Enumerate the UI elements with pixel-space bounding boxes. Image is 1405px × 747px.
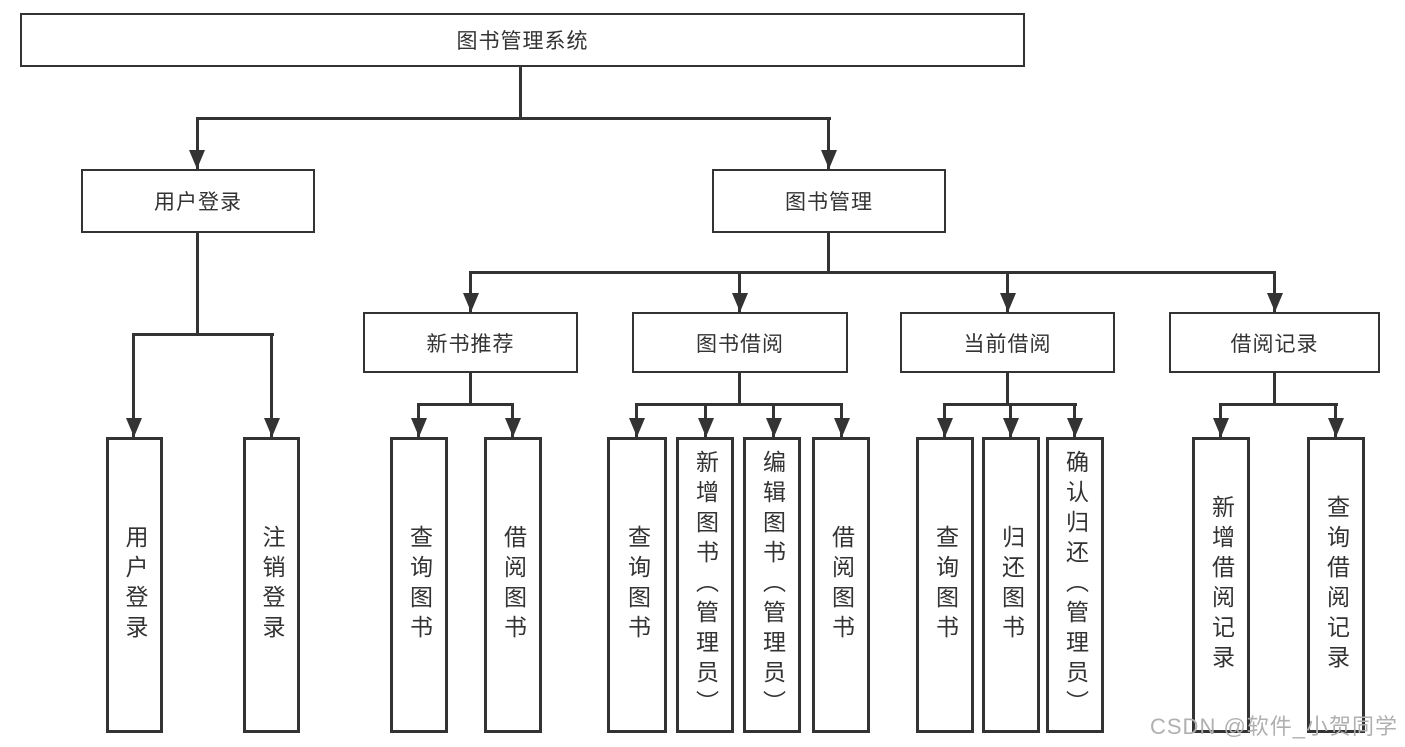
leaf-return-books: 归还图书 xyxy=(982,437,1040,733)
connector-line xyxy=(270,333,273,437)
arrow-down-icon xyxy=(1213,418,1229,437)
connector-line xyxy=(738,373,741,406)
arrow-down-icon xyxy=(821,150,837,169)
connector-line xyxy=(469,271,472,312)
connector-line xyxy=(738,271,741,312)
connector-line xyxy=(1273,271,1276,312)
connector-line xyxy=(827,233,830,274)
leaf-query-borrow-record: 查询借阅记录 xyxy=(1307,437,1365,733)
connector-line xyxy=(196,233,199,335)
arrow-down-icon xyxy=(834,418,850,437)
arrow-down-icon xyxy=(1328,418,1344,437)
node-new-book-recommendation: 新书推荐 xyxy=(363,312,578,373)
connector-line xyxy=(1006,271,1009,312)
leaf-add-books-admin: 新增图书（管理员） xyxy=(676,437,734,733)
leaf-borrow-books: 借阅图书 xyxy=(812,437,870,733)
arrow-down-icon xyxy=(698,418,714,437)
connector-line xyxy=(196,117,831,120)
node-borrowing-records: 借阅记录 xyxy=(1169,312,1380,373)
arrow-down-icon xyxy=(732,293,748,312)
arrow-down-icon xyxy=(1267,293,1283,312)
arrow-down-icon xyxy=(1000,293,1016,312)
arrow-down-icon xyxy=(126,418,142,437)
arrow-down-icon xyxy=(766,418,782,437)
connector-line xyxy=(417,403,514,406)
connector-line xyxy=(469,271,1276,274)
node-current-borrowing: 当前借阅 xyxy=(900,312,1115,373)
leaf-confirm-return-admin: 确认归还（管理员） xyxy=(1046,437,1104,733)
arrow-down-icon xyxy=(629,418,645,437)
arrow-down-icon xyxy=(189,150,205,169)
arrow-down-icon xyxy=(264,418,280,437)
connector-line xyxy=(827,117,830,169)
node-book-management: 图书管理 xyxy=(712,169,946,233)
arrow-down-icon xyxy=(505,418,521,437)
leaf-query-books-recommend: 查询图书 xyxy=(390,437,448,733)
connector-line xyxy=(133,333,274,336)
connector-line xyxy=(469,373,472,406)
connector-line xyxy=(132,333,135,437)
node-user-login: 用户登录 xyxy=(81,169,315,233)
arrow-down-icon xyxy=(1067,418,1083,437)
connector-line xyxy=(1006,373,1009,406)
arrow-down-icon xyxy=(411,418,427,437)
connector-line xyxy=(1219,403,1338,406)
connector-line xyxy=(519,66,522,118)
arrow-down-icon xyxy=(463,293,479,312)
node-library-management-system: 图书管理系统 xyxy=(20,13,1025,67)
arrow-down-icon xyxy=(1003,418,1019,437)
connector-line xyxy=(1273,373,1276,406)
leaf-query-books-borrowing: 查询图书 xyxy=(607,437,667,733)
leaf-edit-books-admin: 编辑图书（管理员） xyxy=(743,437,801,733)
arrow-down-icon xyxy=(937,418,953,437)
node-book-borrowing: 图书借阅 xyxy=(632,312,848,373)
leaf-logout: 注销登录 xyxy=(243,437,300,733)
connector-line xyxy=(635,403,843,406)
leaf-add-borrow-record: 新增借阅记录 xyxy=(1192,437,1250,733)
csdn-watermark: CSDN @软件_小贺同学 xyxy=(1150,714,1399,739)
leaf-query-books-current: 查询图书 xyxy=(916,437,974,733)
connector-line xyxy=(196,117,199,169)
leaf-borrow-books-recommend: 借阅图书 xyxy=(484,437,542,733)
leaf-user-login: 用户登录 xyxy=(106,437,163,733)
